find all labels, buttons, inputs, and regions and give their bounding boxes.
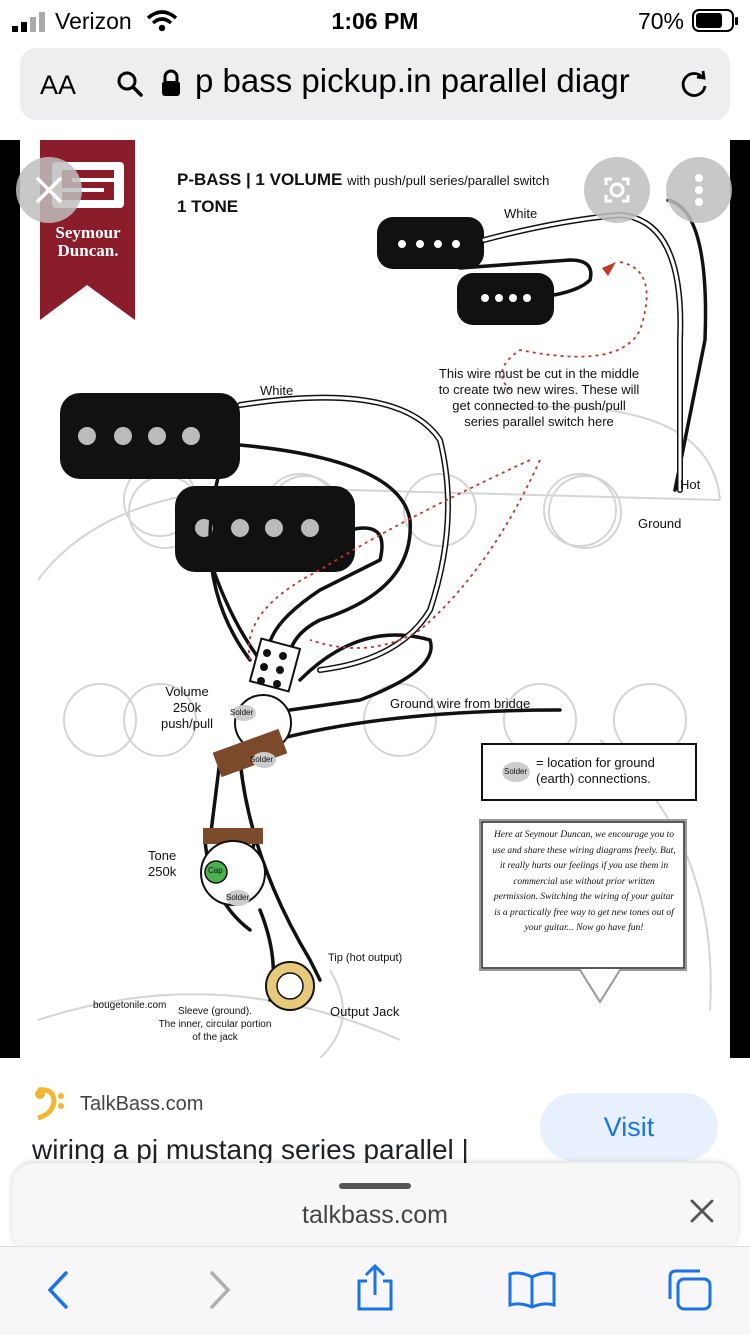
browser-toolbar [0, 1246, 750, 1335]
talkbass-logo-icon [35, 1087, 64, 1120]
wiring-diagram-drawing [37, 140, 721, 1058]
ground-wire-label: Ground wire from bridge [390, 696, 531, 711]
lock-icon [162, 69, 180, 96]
close-image-button[interactable] [16, 157, 82, 223]
lens-icon [604, 177, 630, 203]
result-source: TalkBass.com [80, 1093, 204, 1115]
tip-label: Tip (hot output) [328, 952, 403, 964]
bookmarks-icon[interactable] [506, 1269, 558, 1311]
switch-solder-word: Solder [250, 755, 274, 764]
share-icon[interactable] [354, 1263, 396, 1313]
volume-solder-word: Solder [230, 708, 254, 717]
title-main: P-BASS | 1 VOLUME [177, 170, 343, 189]
solder-legend: = location for ground (earth) connection… [536, 755, 655, 786]
sheet-domain[interactable]: talkbass.com [302, 1201, 448, 1229]
carrier-name: Verizon [55, 8, 132, 34]
brand-line-1: Seymour [55, 223, 121, 242]
wifi-icon [146, 10, 178, 32]
close-sheet-icon[interactable] [688, 1197, 716, 1225]
search-icon [117, 71, 143, 97]
text-size-button[interactable]: AA [40, 70, 77, 100]
forward-icon[interactable] [204, 1269, 234, 1311]
clock: 1:06 PM [331, 8, 419, 34]
tabs-icon[interactable] [666, 1267, 714, 1313]
volume-label: Volume 250k push/pull [160, 684, 214, 731]
battery-percent: 70% [637, 8, 684, 34]
visit-button[interactable]: Visit [540, 1093, 718, 1161]
address-bar[interactable]: AA p bass pickup.in parallel diagr [20, 48, 730, 120]
more-options-button[interactable] [666, 157, 732, 223]
address-sheet[interactable]: talkbass.com [12, 1163, 738, 1253]
title-suffix: with push/pull series/parallel switch [347, 173, 550, 188]
more-icon [695, 174, 703, 206]
brand-line-2: Duncan. [57, 241, 119, 260]
status-bar: Verizon 1:06 PM 70% [0, 0, 750, 42]
result-title[interactable]: wiring a pj mustang series parallel | [32, 1134, 469, 1165]
cap-word: Cap [208, 866, 223, 875]
label-ground: Ground [638, 516, 682, 531]
signal-icon [12, 12, 45, 32]
legend-solder-word: Solder [504, 767, 528, 776]
url-text[interactable]: p bass pickup.in parallel diagr [195, 62, 630, 99]
diagram-watermark: bougetonile.com [93, 1000, 167, 1011]
close-icon [36, 177, 62, 203]
diagram-subtitle: 1 TONE [177, 197, 239, 216]
label-white-left: White [260, 383, 294, 398]
diagram-title: P-BASS | 1 VOLUME with push/pull series/… [177, 170, 549, 190]
seymour-note: Here at Seymour Duncan, we encourage you… [492, 830, 676, 933]
wire-cut-note: This wire must be cut in the middle to c… [438, 366, 640, 429]
wiring-diagram-image[interactable]: Seymour Duncan. P-BASS | 1 VOLUME with p… [20, 140, 730, 1058]
back-icon[interactable] [44, 1269, 74, 1311]
tone-solder-word: Solder [226, 893, 250, 902]
tone-label: Tone 250k [148, 848, 177, 879]
label-white-top: White [504, 206, 538, 221]
reload-icon[interactable] [678, 68, 710, 100]
label-hot: Hot [680, 477, 701, 492]
sheet-grabber[interactable] [339, 1183, 411, 1189]
lens-button[interactable] [584, 157, 650, 223]
sleeve-label: Sleeve (ground). The inner, circular por… [158, 1006, 272, 1043]
battery-icon [692, 9, 738, 32]
output-jack-label: Output Jack [330, 1004, 400, 1019]
brand-name: Seymour Duncan. [42, 224, 134, 260]
